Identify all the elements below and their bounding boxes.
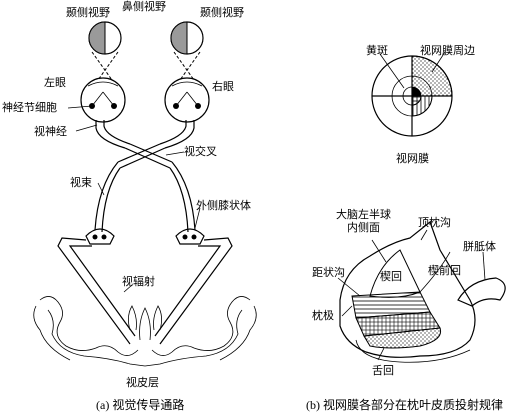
optic-tracts: [94, 161, 196, 233]
light-rays: [91, 51, 201, 81]
label-retina: 视网膜: [396, 152, 429, 165]
label-optic-tract: 视束: [70, 176, 92, 189]
label-left-hemisphere-medial: 大脑左半球 内侧面: [336, 208, 391, 234]
label-nasal-field: 鼻侧视野: [122, 0, 166, 13]
label-temporal-field-right: 颞侧视野: [200, 6, 244, 19]
label-macula: 黄斑: [366, 44, 388, 57]
label-lateral-geniculate: 外侧膝状体: [196, 199, 251, 212]
brain-leader-lines: [337, 229, 486, 361]
label-lingual-gyrus: 舌回: [372, 364, 394, 377]
label-visual-cortex: 视皮层: [126, 376, 159, 389]
optic-nerve-fibers: [95, 120, 195, 169]
brain-medial-surface: [339, 221, 506, 363]
label-left-eye: 左眼: [44, 76, 66, 89]
label-calcarine-sulcus: 距状沟: [312, 266, 345, 279]
label-retina-periphery: 视网膜周边: [420, 44, 475, 57]
label-occipital-pole: 枕极: [312, 309, 334, 322]
visual-cortex-outline: [33, 296, 257, 367]
retina-leader-lines: [379, 51, 446, 89]
caption-right: (b) 视网膜各部分在枕叶皮质投射规律: [306, 398, 503, 412]
left-lgn: [85, 228, 115, 245]
label-ganglion-cell: 神经节细胞: [2, 101, 57, 114]
label-optic-radiation: 视辐射: [122, 275, 155, 288]
optic-radiations: [57, 237, 233, 345]
label-cuneus: 楔回: [380, 270, 402, 283]
caption-left: (a) 视觉传导通路: [96, 398, 185, 412]
left-visual-field-icon: [88, 21, 122, 55]
retina-map-icon: [371, 55, 453, 137]
label-corpus-callosum: 胼胝体: [463, 240, 496, 253]
label-precuneus: 楔前回: [428, 264, 461, 277]
label-temporal-field-left: 颞侧视野: [66, 6, 110, 19]
left-eye-icon: [80, 77, 126, 123]
label-right-eye: 右眼: [212, 80, 234, 93]
left-leader-lines: [67, 105, 201, 293]
label-optic-chiasm: 视交叉: [184, 145, 217, 158]
right-visual-field-icon: [170, 21, 204, 55]
label-optic-nerve: 视神经: [34, 125, 67, 138]
right-eye-icon: [164, 77, 210, 123]
label-parieto-occipital-sulcus: 顶枕沟: [418, 216, 451, 229]
right-lgn: [175, 228, 205, 245]
